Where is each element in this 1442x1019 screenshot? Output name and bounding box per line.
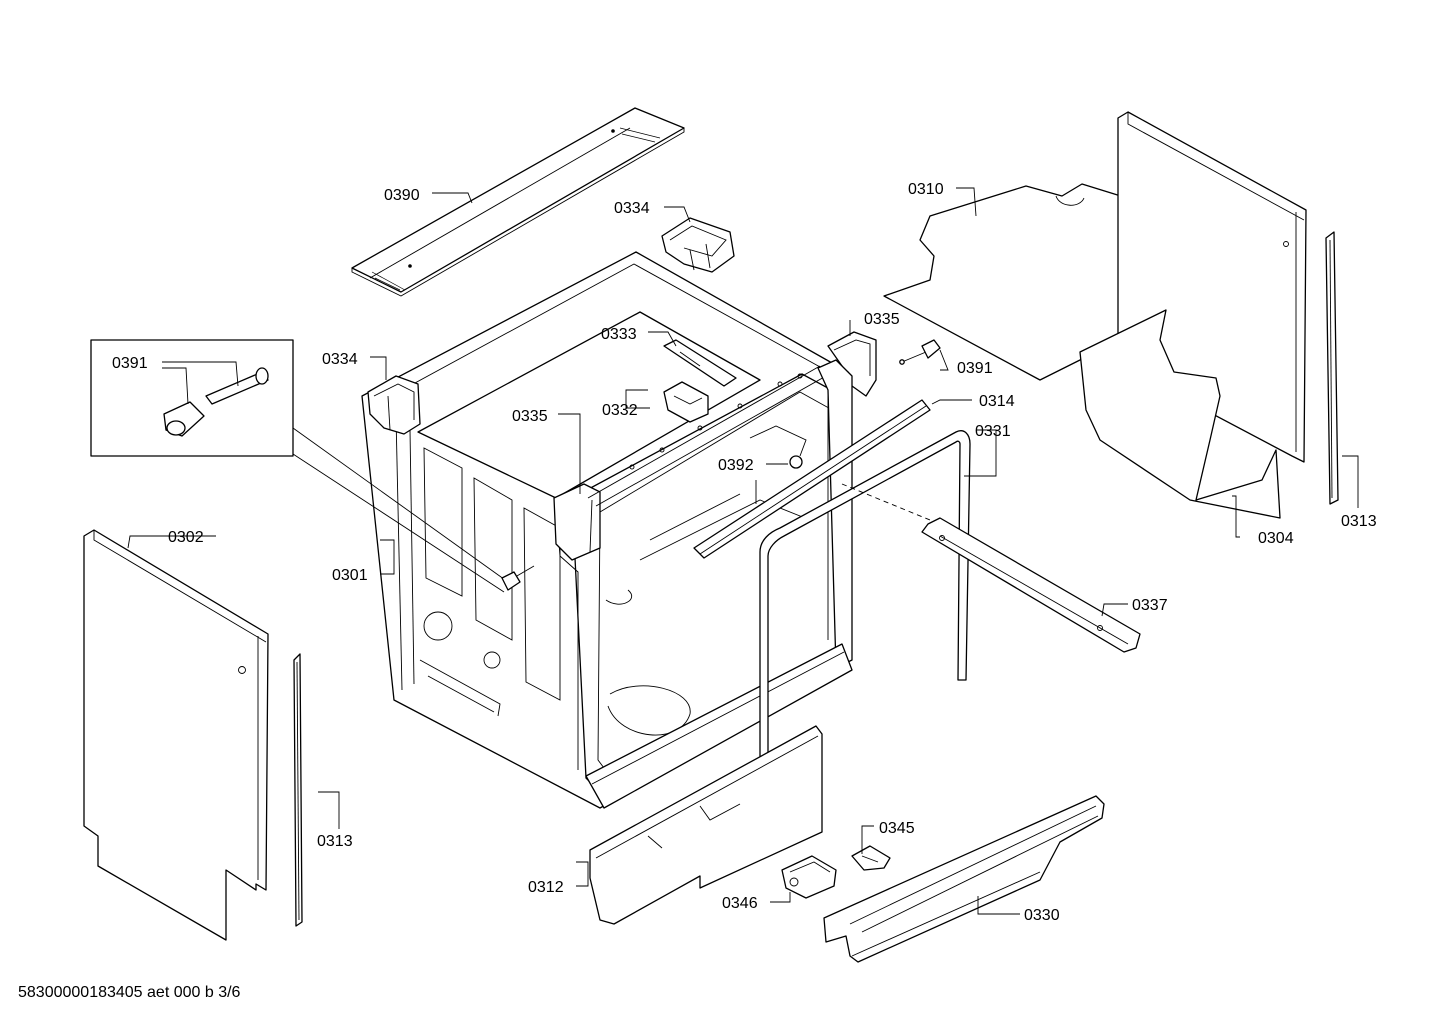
callout-0331: 0331 [975,423,1011,440]
part-0330-base-rail [823,795,1105,963]
part-0390-top-strip [351,107,685,297]
part-0334-clip-top [661,217,735,273]
callout-0333: 0333 [601,326,637,343]
callout-0335-left: 0335 [512,408,548,425]
callout-0345: 0345 [879,820,915,837]
part-0302-front-panel [83,529,269,941]
callout-0313-left: 0313 [317,833,353,850]
callout-0334-top: 0334 [614,200,650,217]
callout-0302: 0302 [168,529,204,546]
part-0312-kick-panel [589,725,823,925]
callout-0334-left: 0334 [322,351,358,368]
part-0391-screw-right [899,339,941,365]
callout-0390: 0390 [384,187,420,204]
part-0301-tub [361,251,853,809]
callout-0313-right: 0313 [1341,513,1377,530]
callout-0391-inset: 0391 [112,355,148,372]
callout-0314: 0314 [979,393,1015,410]
part-0337-lower-rail [921,517,1141,653]
part-0332-catch [663,381,709,423]
part-0391-screw-tub [501,565,535,591]
part-0333-guide [663,339,737,387]
part-0345-clip [851,845,891,871]
part-0313-strip-right [1325,231,1339,505]
part-0314-rail [693,399,931,559]
callout-0312: 0312 [528,879,564,896]
leader-lines [127,187,1359,915]
callout-0337: 0337 [1132,597,1168,614]
drawing-id-footer: 58300000183405 aet 000 b 3/6 [18,984,241,1001]
part-0346-switch [781,855,837,899]
callout-0391-right: 0391 [957,360,993,377]
inset-0391-detail [90,339,509,593]
callout-0304: 0304 [1258,530,1294,547]
part-0392-roller [749,425,807,469]
part-0331-seal [759,430,971,797]
callout-0310: 0310 [908,181,944,198]
part-0334-clip-left [367,375,421,435]
callout-0332: 0332 [602,402,638,419]
callout-0335-right: 0335 [864,311,900,328]
alignment-line [841,483,931,521]
callout-labels: 0390 0334 0334 0310 0391 0391 0333 0332 … [112,181,1377,924]
part-0313-strip-left [293,653,303,927]
callout-0392: 0392 [718,457,754,474]
callout-0346: 0346 [722,895,758,912]
callout-0301: 0301 [332,567,368,584]
callout-0330: 0330 [1024,907,1060,924]
part-0304-side-panel [1079,111,1307,519]
